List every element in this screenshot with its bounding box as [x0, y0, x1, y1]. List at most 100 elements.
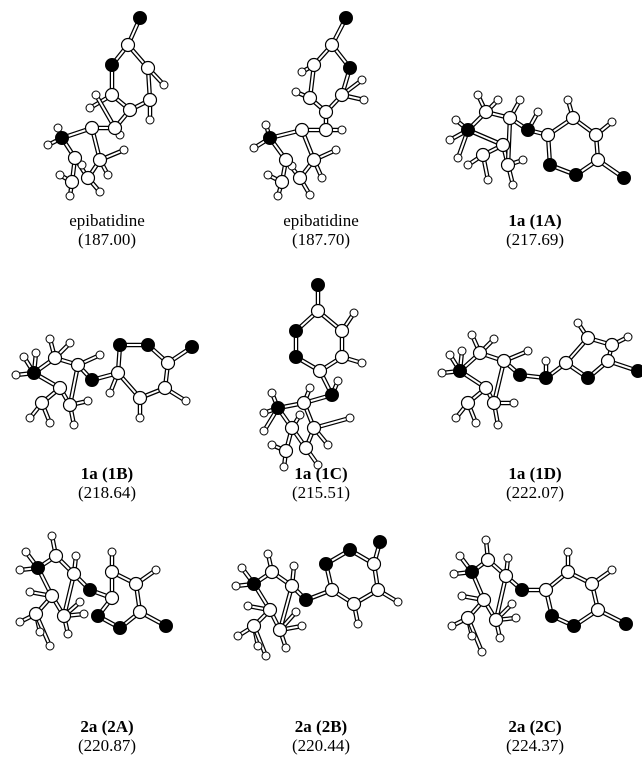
- hydrogen-atom: [233, 631, 243, 641]
- heteroatom: [289, 350, 303, 364]
- hydrogen-atom: [313, 460, 323, 470]
- carbon-atom: [246, 618, 262, 634]
- panel-2a-2C: 2a (2C) (224.37): [428, 506, 642, 759]
- carbon-atom: [28, 606, 44, 622]
- hydrogen-atom: [495, 633, 505, 643]
- carbon-atom: [278, 152, 294, 168]
- carbon-atom: [272, 622, 288, 638]
- hydrogen-atom: [281, 643, 291, 653]
- hydrogen-atom: [607, 117, 617, 127]
- caption-name: 2a (2C): [508, 717, 562, 736]
- hydrogen-atom: [533, 107, 543, 117]
- hydrogen-atom: [237, 563, 247, 573]
- carbon-atom: [476, 592, 492, 608]
- hydrogen-atom: [259, 426, 269, 436]
- heteroatom: [299, 593, 313, 607]
- carbon-atom: [34, 395, 50, 411]
- molecule-2a-2C: [447, 535, 633, 657]
- carbon-atom: [558, 355, 574, 371]
- hydrogen-atom: [19, 352, 29, 362]
- heteroatom: [27, 366, 41, 380]
- hydrogen-atom: [297, 67, 307, 77]
- hydrogen-atom: [261, 651, 271, 661]
- carbon-atom: [62, 397, 78, 413]
- hydrogen-atom: [473, 90, 483, 100]
- hydrogen-atom: [357, 358, 367, 368]
- hydrogen-atom: [279, 462, 289, 472]
- heteroatom: [465, 565, 479, 579]
- carbon-atom: [346, 596, 362, 612]
- hydrogen-atom: [107, 547, 117, 557]
- panel-1a-1D: 1a (1D) (222.07): [428, 253, 642, 506]
- carbon-atom: [64, 174, 80, 190]
- carbon-atom: [604, 337, 620, 353]
- hydrogen-atom: [508, 180, 518, 190]
- carbon-atom: [140, 60, 156, 76]
- bond: [495, 575, 507, 621]
- hydrogen-atom: [263, 170, 273, 180]
- heteroatom: [461, 123, 475, 137]
- molecule-epibatidine-2: [249, 11, 369, 201]
- heteroatom: [343, 61, 357, 75]
- carbon-atom: [475, 147, 491, 163]
- hydrogen-atom: [261, 120, 271, 130]
- carbon-atom: [584, 576, 600, 592]
- heteroatom: [141, 338, 155, 352]
- caption-name: 1a (1C): [294, 464, 348, 483]
- hydrogen-atom: [103, 170, 113, 180]
- carbon-atom: [588, 127, 604, 143]
- carbon-atom: [310, 303, 326, 319]
- carbon-atom: [366, 556, 382, 572]
- hydrogen-atom: [145, 115, 155, 125]
- carbon-atom: [264, 564, 280, 580]
- carbon-atom: [67, 150, 83, 166]
- caption-name: 1a (1D): [508, 464, 562, 483]
- bond: [63, 573, 75, 617]
- heteroatom: [319, 557, 333, 571]
- hydrogen-atom: [119, 145, 129, 155]
- hydrogen-atom: [267, 388, 277, 398]
- hydrogen-atom: [135, 413, 145, 423]
- bond: [493, 360, 505, 404]
- hydrogen-atom: [295, 410, 305, 420]
- molecule-1a-1D: [437, 318, 642, 430]
- hydrogen-atom: [273, 191, 283, 201]
- molecule-2a-2B: [231, 535, 403, 661]
- carbon-atom: [312, 363, 328, 379]
- hydrogen-atom: [357, 75, 367, 85]
- hydrogen-atom: [243, 601, 253, 611]
- hydrogen-atom: [449, 569, 459, 579]
- hydrogen-atom: [53, 123, 63, 133]
- carbon-atom: [70, 357, 86, 373]
- hydrogen-atom: [457, 346, 467, 356]
- hydrogen-atom: [393, 597, 403, 607]
- hydrogen-atom: [151, 565, 161, 575]
- hydrogen-atom: [21, 547, 31, 557]
- carbon-atom: [502, 110, 518, 126]
- heteroatom: [113, 338, 127, 352]
- hydrogen-atom: [518, 155, 528, 165]
- hydrogen-atom: [43, 140, 53, 150]
- heteroatom: [339, 11, 353, 25]
- panel-2a-2B: 2a (2B) (220.44): [214, 506, 428, 759]
- panel-1a-1C: 1a (1C) (215.51): [214, 253, 428, 506]
- hydrogen-atom: [353, 619, 363, 629]
- carbon-atom: [478, 104, 494, 120]
- carbon-atom: [47, 350, 63, 366]
- heteroatom: [631, 364, 642, 378]
- carbon-atom: [92, 152, 108, 168]
- hydrogen-atom: [65, 191, 75, 201]
- hydrogen-atom: [503, 553, 513, 563]
- carbon-atom: [84, 120, 100, 136]
- carbon-atom: [48, 548, 64, 564]
- hydrogen-atom: [623, 332, 633, 342]
- hydrogen-atom: [447, 621, 457, 631]
- carbon-atom: [324, 37, 340, 53]
- heteroatom: [105, 58, 119, 72]
- heteroatom: [453, 364, 467, 378]
- heteroatom: [113, 621, 127, 635]
- carbon-atom: [600, 353, 616, 369]
- carbon-atom: [472, 345, 488, 361]
- hydrogen-atom: [607, 565, 617, 575]
- hydrogen-atom: [289, 561, 299, 571]
